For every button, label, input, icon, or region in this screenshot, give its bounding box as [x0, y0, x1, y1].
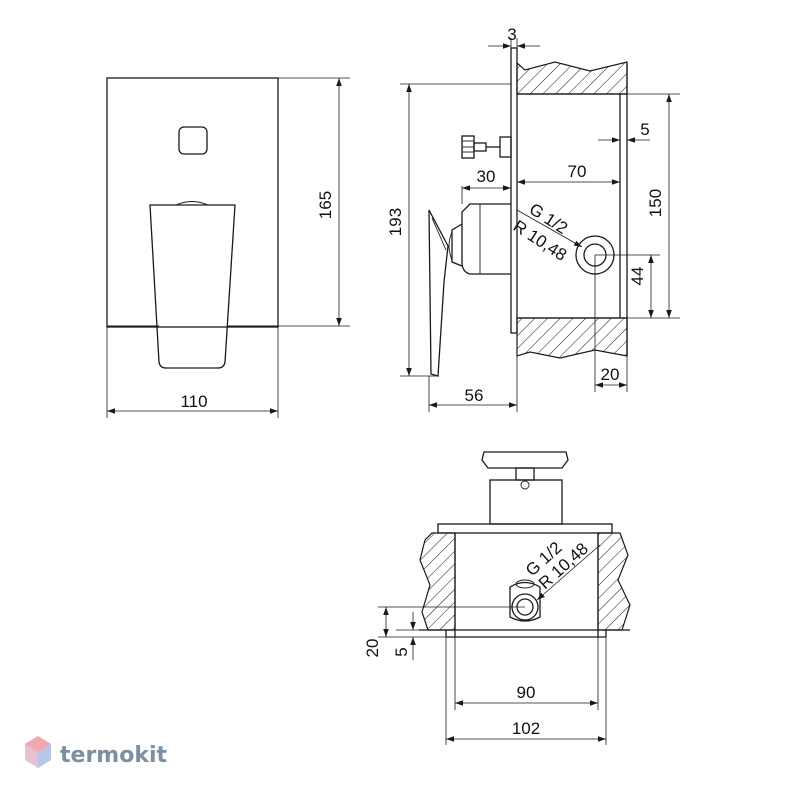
dim-top-inner-width: 90 — [517, 683, 536, 702]
dim-side-total-height: 193 — [386, 208, 405, 236]
front-cover-plate — [106, 77, 279, 328]
dim-side-lever-depth: 56 — [465, 386, 484, 405]
top-valve-body — [489, 479, 563, 525]
side-wall-bottom-hatch — [516, 317, 628, 359]
dim-side-box-depth: 70 — [568, 162, 587, 181]
brand-name: termokit — [60, 743, 167, 768]
side-cover-plate — [510, 47, 518, 334]
side-stop-knob — [461, 135, 512, 159]
dim-top-outer-width: 102 — [512, 719, 540, 738]
dim-side-body-depth: 30 — [477, 167, 496, 186]
top-cover-plate — [437, 523, 613, 534]
termokit-logo: termokit — [25, 736, 167, 768]
dim-side-offset: 5 — [640, 120, 649, 139]
top-wall-left-hatch — [419, 532, 456, 631]
side-lever — [428, 209, 449, 377]
top-stop-knob — [481, 451, 569, 469]
side-valve-body — [461, 203, 511, 275]
side-view: G 1/2 R 10,48 193 3 5 70 30 150 44 — [386, 25, 680, 412]
dim-side-outlet-height: 44 — [628, 267, 647, 286]
dim-side-outlet-offset: 20 — [601, 365, 620, 384]
top-outlet-body — [509, 581, 541, 622]
dim-side-plate-thickness: 3 — [507, 25, 516, 44]
front-view: 165 110 — [106, 77, 350, 418]
dim-front-width: 110 — [180, 392, 207, 411]
front-lever — [149, 204, 236, 369]
front-button — [178, 126, 208, 155]
top-wall-right-hatch — [597, 532, 631, 631]
dim-side-box-height: 150 — [646, 189, 665, 217]
dim-front-height: 165 — [316, 191, 335, 219]
top-view: G 1/2 R 10,48 20 5 90 102 — [363, 451, 631, 745]
side-wall-top-hatch — [516, 61, 628, 95]
dim-top-offset-5: 5 — [392, 647, 411, 656]
dim-top-offset-20: 20 — [363, 639, 382, 658]
